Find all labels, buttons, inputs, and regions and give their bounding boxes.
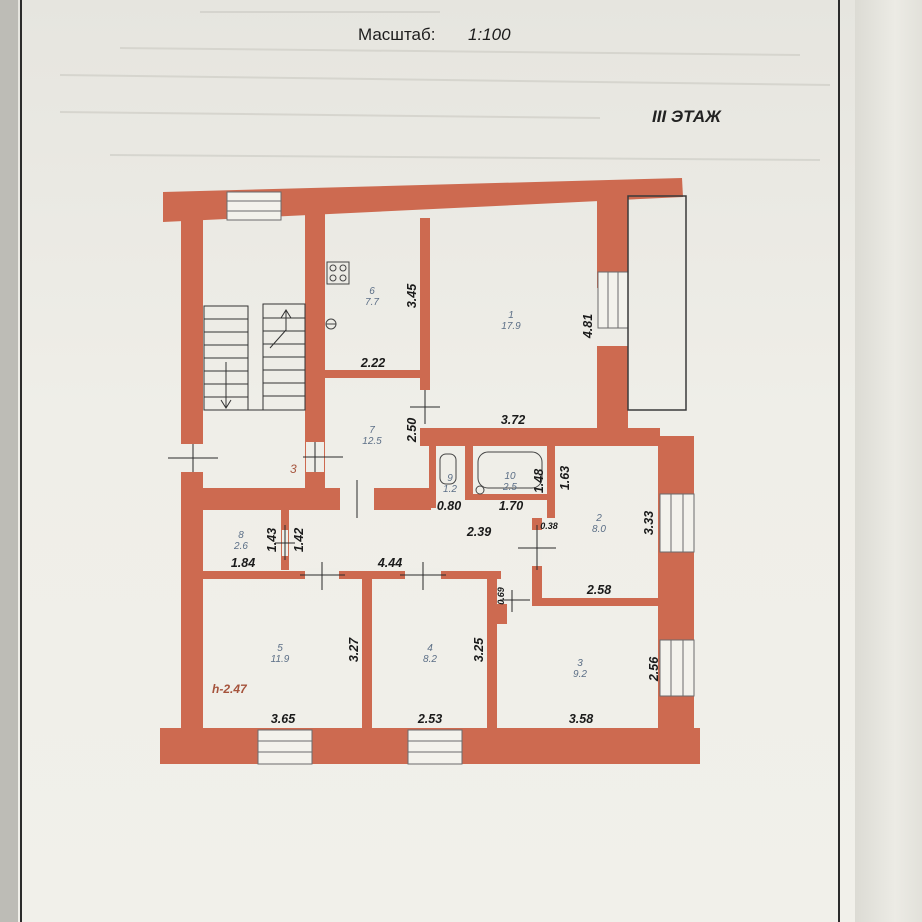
room-8-number: 8: [238, 530, 244, 541]
dim-wall-069: 0.69: [496, 587, 506, 605]
room-3-number: 3: [577, 658, 583, 669]
dim-room7-height: 2.50: [405, 418, 419, 443]
room-10-area: 2.5: [502, 482, 517, 493]
room-6-number: 6: [369, 286, 375, 297]
windows: [226, 191, 695, 765]
document-page: [18, 0, 880, 922]
room-4-number: 4: [427, 643, 433, 654]
dim-room2-height-upper: 1.63: [558, 466, 572, 490]
dim-room3-height: 2.56: [647, 656, 661, 682]
room-3-area: 9.2: [573, 669, 587, 680]
room-2-number: 2: [595, 513, 602, 524]
toilet-icon: [439, 453, 457, 485]
room-8-area: 2.6: [233, 541, 248, 552]
dim-room1-height: 4.81: [581, 314, 595, 339]
room-7-area: 12.5: [362, 436, 382, 447]
room-5-number: 5: [277, 643, 283, 654]
room-1-number: 1: [508, 310, 514, 321]
room-9-area: 1.2: [443, 484, 457, 495]
frame-border-right: [838, 0, 840, 922]
dim-room8-height-1: 1.43: [265, 528, 279, 552]
dim-room5-width: 3.65: [271, 712, 296, 726]
floor-title: III ЭТАЖ: [652, 107, 722, 126]
dim-room5-height: 3.27: [347, 637, 361, 662]
fixtures: [325, 261, 543, 495]
dim-room8-width: 1.84: [231, 556, 255, 570]
dim-room1-width: 3.72: [501, 413, 525, 427]
room-10-number: 10: [504, 471, 516, 482]
room-5-area: 11.9: [271, 654, 290, 665]
dim-room6-height: 3.45: [405, 283, 419, 308]
dim-room8-height-2: 1.42: [292, 528, 306, 552]
dim-room3-width: 3.58: [569, 712, 593, 726]
dim-room9-width: 0.80: [437, 499, 461, 513]
dim-corridor-width: 2.39: [466, 525, 491, 539]
frame-border-left: [20, 0, 22, 922]
room-9-number: 9: [447, 473, 453, 484]
room-4-area: 8.2: [423, 654, 437, 665]
bathtub-icon: [477, 451, 543, 489]
stove-icon: [326, 261, 350, 285]
staircase: [203, 303, 306, 411]
room-labels: 6 7.7 1 17.9 7 12.5 9 1.2 10 2.5 2 8.0 8…: [233, 286, 606, 680]
dim-room6-width: 2.22: [360, 356, 385, 370]
interior-walls: [181, 214, 662, 730]
room-7-number: 7: [369, 425, 375, 436]
dim-room4-width: 2.53: [417, 712, 442, 726]
balcony-outline: [627, 195, 687, 411]
door-marks: [168, 390, 556, 612]
dim-room10-height: 1.48: [532, 469, 546, 493]
scale-value: 1:100: [468, 25, 511, 44]
stair-number: 3: [290, 462, 297, 476]
dim-room4-height: 3.25: [472, 637, 486, 662]
room-2-area: 8.0: [592, 524, 606, 535]
scale-label: Масштаб:: [358, 25, 435, 44]
dim-room2-height: 3.33: [642, 511, 656, 535]
dimensions-horizontal: 2.22 3.72 0.80 1.70 2.39 0.38 2.58 1.84 …: [231, 356, 611, 726]
bleed-through-lines: [59, 11, 831, 161]
dimensions-vertical: 3.45 4.81 2.50 1.48 1.63 3.33 1.43 1.42 …: [265, 283, 661, 682]
room-6-area: 7.7: [365, 297, 379, 308]
ceiling-height-label: h-2.47: [212, 682, 248, 696]
dim-room2-width: 2.58: [586, 583, 611, 597]
dim-room10-width: 1.70: [499, 499, 523, 513]
next-page-edge: [855, 0, 922, 922]
dim-wall-038: 0.38: [540, 521, 558, 531]
room-1-area: 17.9: [501, 321, 521, 332]
dim-hall-width: 4.44: [377, 556, 402, 570]
